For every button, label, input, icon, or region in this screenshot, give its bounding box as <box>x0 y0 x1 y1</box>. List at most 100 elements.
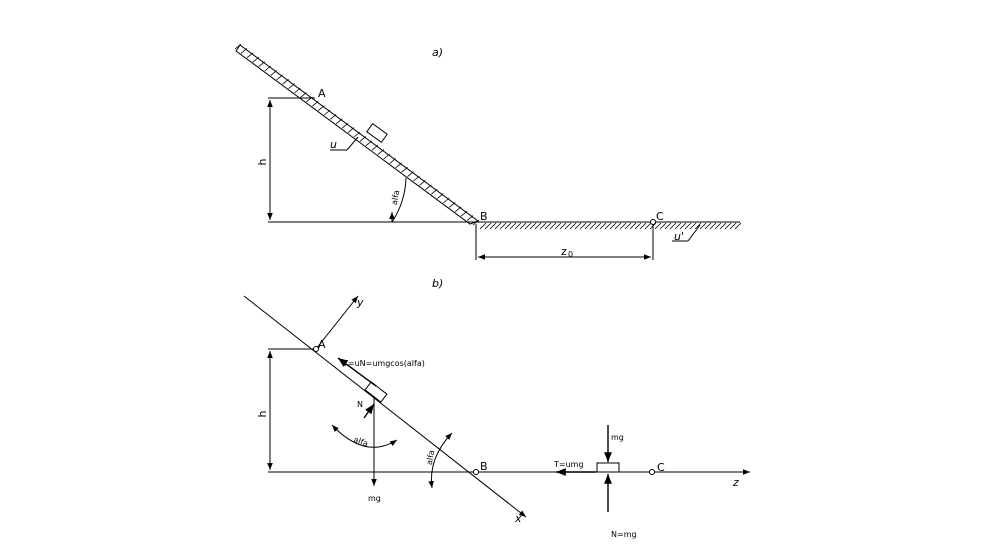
friction-flat-label: u' <box>674 230 684 243</box>
hatch-mark <box>579 222 587 230</box>
hatch-mark <box>554 222 562 230</box>
hatch-mark <box>629 222 637 230</box>
y-axis <box>315 295 359 350</box>
part-b: b) x y z h A B C T=uN=umgcos(alfa) N mg <box>243 277 750 539</box>
hatch-mark <box>377 149 385 155</box>
hatch-mark <box>407 171 414 177</box>
hatch-mark <box>365 140 373 147</box>
part-a: a) h u alfa A B C u' <box>234 43 742 260</box>
hatch-mark <box>264 65 272 72</box>
hatch-mark <box>252 56 260 63</box>
hatch-mark <box>504 222 512 230</box>
y-axis-label: y <box>356 296 364 309</box>
hatch-mark <box>609 222 617 230</box>
hatch-mark <box>413 175 420 182</box>
hatch-mark <box>669 222 677 230</box>
hatch-mark <box>454 206 462 213</box>
hatch-mark <box>460 210 468 217</box>
hatch-mark <box>514 222 522 230</box>
hatch-mark <box>499 222 507 230</box>
hatch-mark <box>353 131 361 138</box>
angle-inner-arc <box>331 424 398 448</box>
hatch-mark <box>559 222 567 230</box>
hatch-mark <box>719 222 727 230</box>
point-c-marker-b <box>649 469 655 475</box>
hatch-mark <box>312 100 319 107</box>
point-c-label-b: C <box>657 461 665 474</box>
hatch-mark <box>539 222 547 230</box>
normal-flat-label: N=mg <box>611 530 637 539</box>
hatch-mark <box>359 136 367 142</box>
point-b-label: B <box>480 210 488 223</box>
hatch-mark <box>569 222 577 230</box>
friction-slope-arrow <box>337 357 377 387</box>
slope-hatching <box>234 43 480 226</box>
hatch-mark <box>519 222 527 230</box>
distance-label: z <box>561 245 567 258</box>
hatch-mark <box>318 105 325 111</box>
hatch-mark <box>276 74 283 81</box>
hatch-mark <box>694 222 702 230</box>
hatch-mark <box>442 197 450 204</box>
hatch-mark <box>714 222 722 230</box>
hatch-mark <box>419 180 426 186</box>
point-a-label: A <box>318 87 326 100</box>
hatch-mark <box>689 222 697 230</box>
weight-slope-label: mg <box>368 494 381 503</box>
x-axis-label: x <box>514 512 522 525</box>
angle-arc <box>391 177 407 223</box>
hatch-mark <box>679 222 687 230</box>
hatch-mark <box>709 222 717 230</box>
angle-inner-label: alfa <box>352 435 369 449</box>
hatch-mark <box>288 83 295 89</box>
hatch-mark <box>639 222 647 230</box>
u-leader <box>346 136 359 151</box>
hatch-mark <box>664 222 672 230</box>
hatch-mark <box>466 215 474 221</box>
hatch-mark <box>294 87 301 94</box>
hatch-mark <box>270 70 277 76</box>
angle-label: alfa <box>390 189 401 205</box>
hatch-mark <box>323 109 331 116</box>
hatch-mark <box>341 122 349 129</box>
hatch-mark <box>699 222 707 230</box>
hatch-mark <box>654 222 662 230</box>
hatch-mark <box>589 222 597 230</box>
hatch-mark <box>614 222 622 230</box>
hatch-mark <box>674 222 682 230</box>
hatch-mark <box>234 43 242 50</box>
hatch-mark <box>489 222 497 230</box>
hatch-mark <box>734 222 742 230</box>
hatch-mark <box>347 127 355 133</box>
hatch-mark <box>574 222 582 230</box>
hatch-mark <box>448 202 456 208</box>
height-label: h <box>256 158 269 165</box>
hatch-mark <box>584 222 592 230</box>
hatch-mark <box>634 222 642 230</box>
hatch-mark <box>389 158 396 164</box>
hatch-mark <box>383 153 391 160</box>
hatch-mark <box>684 222 692 230</box>
point-a-label-b: A <box>318 338 326 351</box>
hatch-mark <box>371 144 379 151</box>
hatch-mark <box>524 222 532 230</box>
distance-subscript: 0 <box>568 250 573 259</box>
angle-outer-arc <box>428 432 453 489</box>
ground-hatching <box>479 222 742 230</box>
hatch-mark <box>624 222 632 230</box>
hatch-mark <box>395 162 402 169</box>
hatch-mark <box>534 222 542 230</box>
hatch-mark <box>431 188 438 195</box>
incline-x-axis <box>243 295 527 518</box>
hatch-mark <box>246 52 254 59</box>
point-a-marker-b <box>313 346 319 352</box>
hatch-mark <box>724 222 732 230</box>
part-b-label: b) <box>432 277 443 290</box>
normal-slope-arrow <box>363 403 375 419</box>
hatch-mark <box>240 48 248 54</box>
hatch-mark <box>644 222 652 230</box>
point-c-label: C <box>656 210 664 223</box>
block-on-flat <box>596 462 620 473</box>
hatch-mark <box>604 222 612 230</box>
